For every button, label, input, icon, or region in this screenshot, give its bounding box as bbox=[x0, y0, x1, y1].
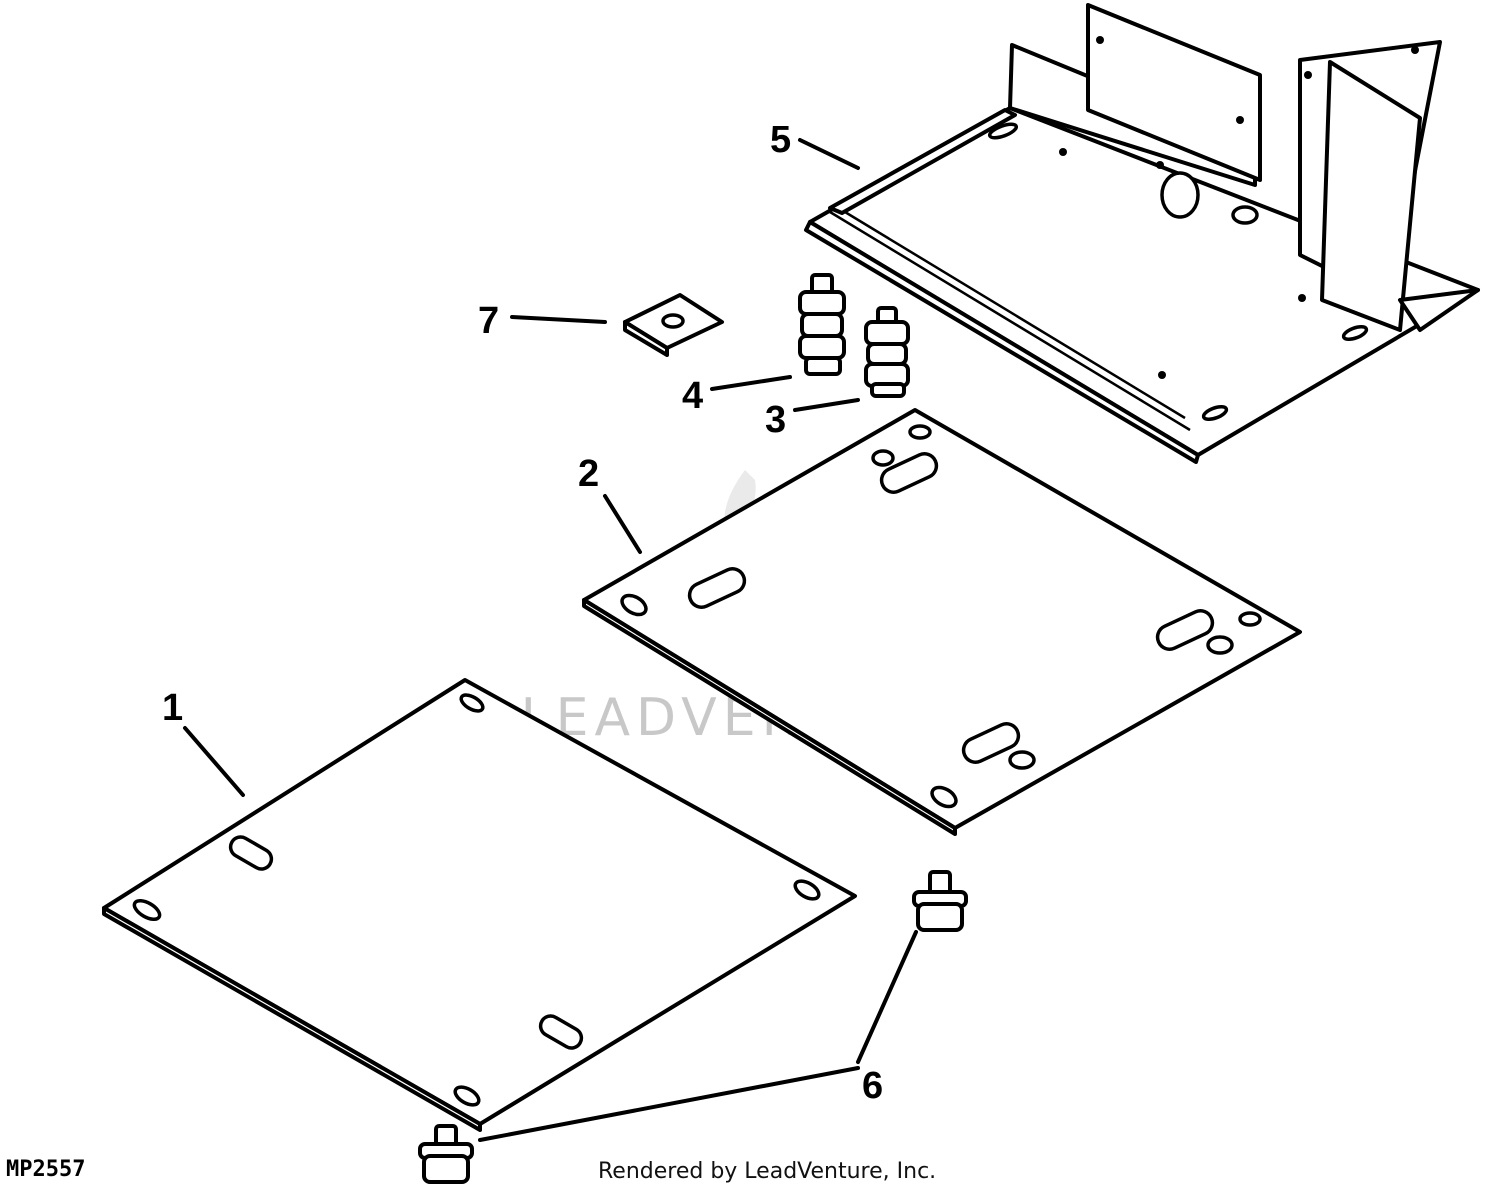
callout-labels: 1 2 3 4 5 6 7 bbox=[162, 119, 883, 1107]
callout-7: 7 bbox=[478, 300, 499, 342]
leader-lines bbox=[183, 138, 918, 1142]
callout-6: 6 bbox=[862, 1065, 883, 1107]
part-3-isolator[interactable] bbox=[864, 306, 910, 398]
callout-2: 2 bbox=[578, 453, 599, 495]
figure-code: MP2557 bbox=[6, 1157, 85, 1182]
part-4-isolator[interactable] bbox=[798, 273, 846, 376]
credit-text: Rendered by LeadVenture, Inc. bbox=[598, 1159, 936, 1184]
part-6-isolator-lower[interactable] bbox=[418, 1124, 474, 1184]
callout-1: 1 bbox=[162, 687, 183, 729]
part-6-isolator-upper[interactable] bbox=[912, 870, 968, 932]
part-2-plate[interactable] bbox=[582, 408, 1302, 836]
callout-5: 5 bbox=[770, 119, 791, 161]
part-5-frame[interactable] bbox=[804, 3, 1480, 464]
callout-3: 3 bbox=[765, 399, 786, 441]
part-1-plate[interactable] bbox=[102, 678, 857, 1132]
callout-4: 4 bbox=[682, 375, 703, 417]
part-7-washer[interactable] bbox=[623, 293, 724, 357]
